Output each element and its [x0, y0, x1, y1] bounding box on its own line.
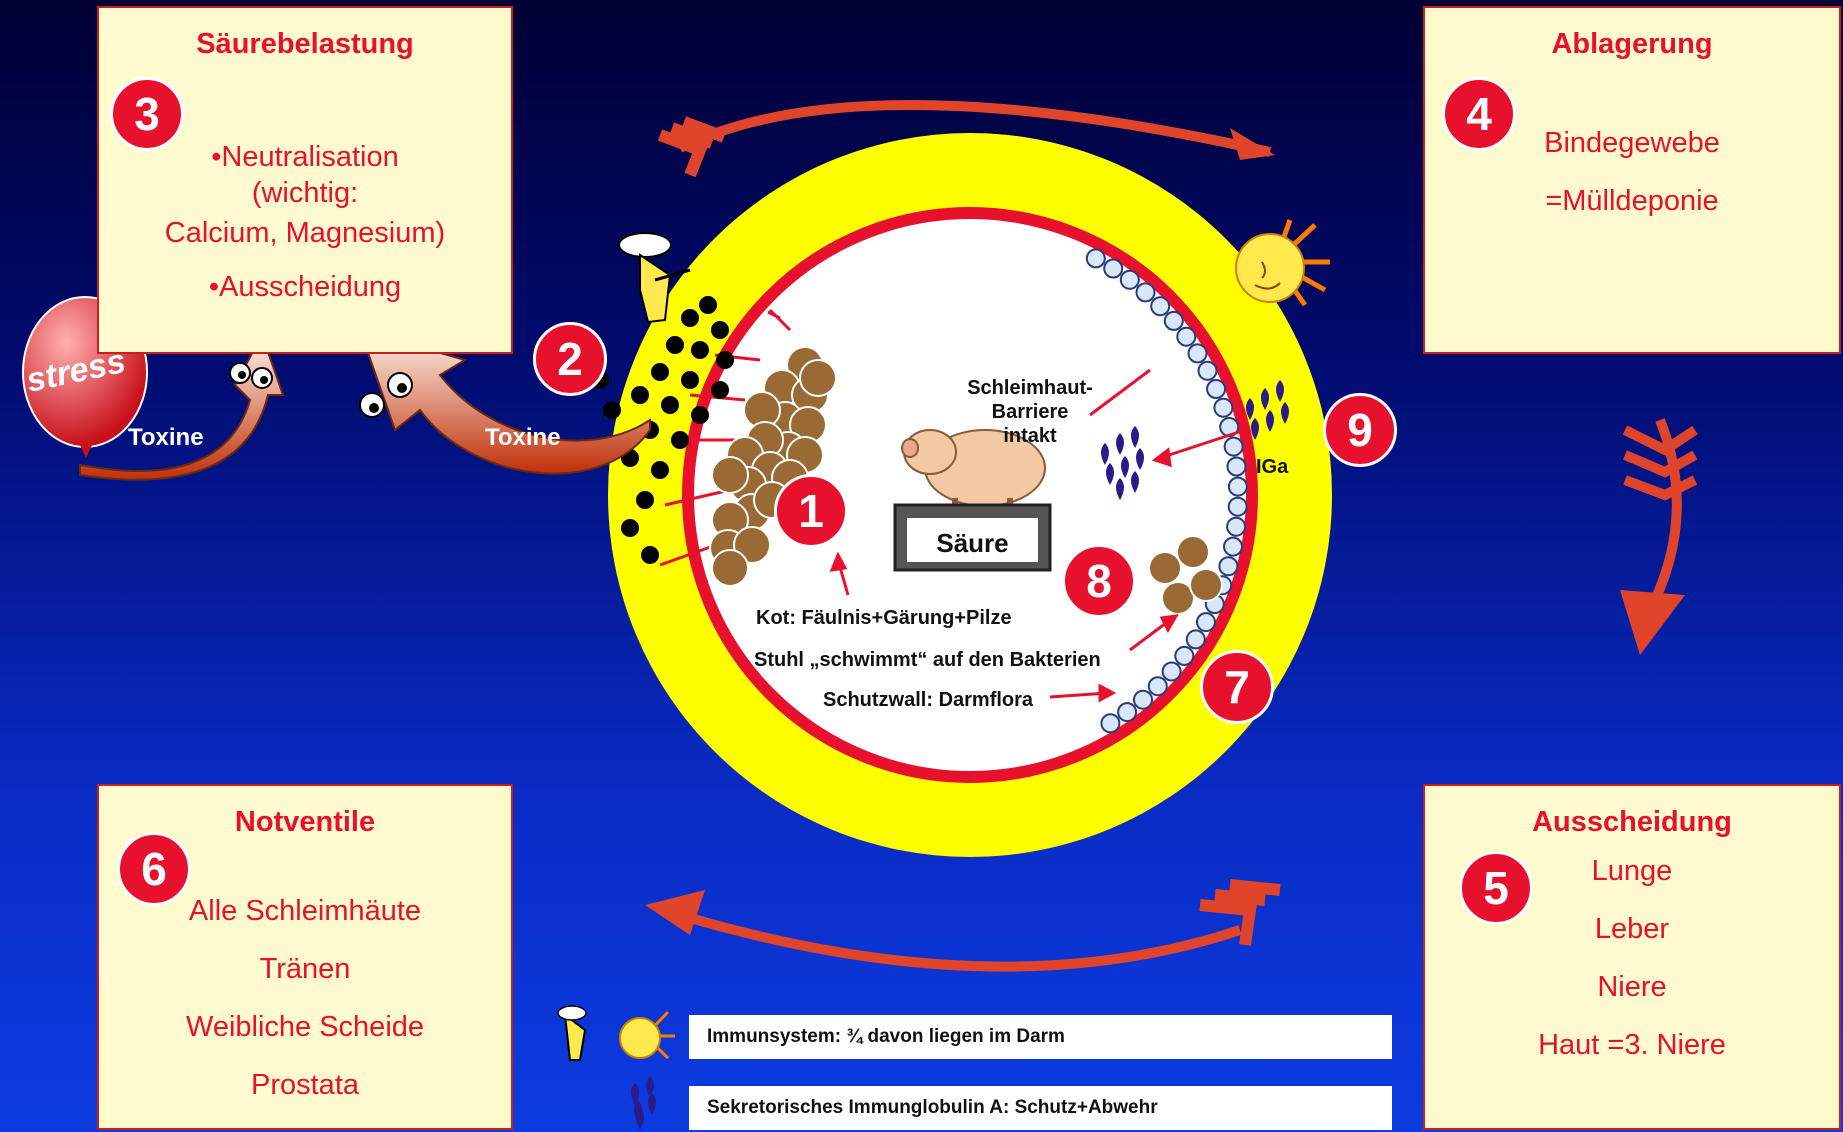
legend-drops-icon	[631, 1076, 656, 1130]
legend-immune-system: Immunsystem: ¾ davon liegen im Darm	[689, 1015, 1392, 1059]
barrier-bead	[1121, 271, 1139, 289]
toxin-dot	[691, 406, 709, 424]
barrier-bead	[1149, 677, 1167, 695]
stool-label: Stuhl „schwimmt“ auf den Bakterien	[754, 648, 1101, 672]
toxin-dot	[681, 371, 699, 389]
barrier-bead	[1225, 438, 1243, 456]
box-title: Ablagerung	[1425, 28, 1839, 61]
bacterium	[712, 550, 748, 586]
toxin-dot	[691, 341, 709, 359]
barrier-bead	[1118, 703, 1136, 721]
box-acid-load: Säurebelastung •Neutralisation (wichtig:…	[97, 6, 513, 354]
step-marker-6: 6	[117, 832, 191, 906]
step-marker-9: 9	[1323, 393, 1397, 467]
bacterium	[800, 360, 836, 396]
step-marker-4: 4	[1442, 77, 1516, 151]
barrier-bead	[1104, 260, 1122, 278]
bacterium	[712, 457, 748, 493]
box-title: Säurebelastung	[99, 28, 511, 61]
barrier-bead	[1214, 399, 1232, 417]
sun-face-icon	[1236, 220, 1330, 305]
box-title: Ausscheidung	[1425, 806, 1839, 839]
box-line: Calcium, Magnesium)	[99, 215, 511, 251]
barrier-bead	[1189, 344, 1207, 362]
barrier-bead	[1101, 714, 1119, 732]
box-deposit: Ablagerung Bindegewebe =Mülldeponie	[1423, 6, 1841, 354]
toxin-dot	[711, 381, 729, 399]
barrier-bead	[1175, 647, 1193, 665]
toxin-dot	[641, 546, 659, 564]
box-line: Haut =3. Niere	[1425, 1027, 1839, 1063]
box-line: (wichtig:	[99, 175, 511, 211]
box-line: Prostata	[99, 1067, 511, 1103]
cycle-arrow-bottom	[645, 885, 1280, 967]
box-line: Weibliche Scheide	[99, 1009, 511, 1045]
toxin-dot	[699, 296, 717, 314]
step-marker-7: 7	[1200, 650, 1274, 724]
barrier-bead	[1177, 328, 1195, 346]
step-marker-5: 5	[1459, 851, 1533, 925]
barrier-bead	[1229, 478, 1247, 496]
barrier-bead	[1219, 557, 1237, 575]
barrier-bead	[1207, 380, 1225, 398]
step-marker-8: 8	[1062, 544, 1136, 618]
barrier-label-line: Schleimhaut-	[960, 376, 1100, 400]
step-marker-2: 2	[533, 322, 607, 396]
box-line: •Ausscheidung	[99, 269, 511, 305]
toxin-dot	[711, 321, 729, 339]
toxin-dot	[651, 461, 669, 479]
toxin-dot	[681, 309, 699, 327]
box-line: Niere	[1425, 969, 1839, 1005]
legend-icons	[558, 1006, 675, 1060]
cycle-arrow-right	[1620, 420, 1695, 655]
toxin-dot	[661, 396, 679, 414]
box-excretion: Ausscheidung Lunge Leber Niere Haut =3. …	[1423, 784, 1841, 1130]
barrier-bead	[1163, 663, 1181, 681]
toxin-dot	[671, 431, 689, 449]
step-marker-1: 1	[774, 474, 848, 548]
barrier-label-line: Barriere	[960, 400, 1100, 424]
feces-label: Kot: Fäulnis+Gärung+Pilze	[756, 606, 1012, 630]
barrier-bead	[1187, 630, 1205, 648]
toxin-dot	[603, 401, 621, 419]
barrier-label: Schleimhaut- Barriere intakt	[960, 376, 1100, 448]
toxin-dot	[631, 386, 649, 404]
barrier-label-line: intakt	[960, 424, 1100, 448]
acid-label: Säure	[907, 528, 1038, 558]
step-marker-3: 3	[110, 77, 184, 151]
barrier-bead	[1227, 518, 1245, 536]
iga-label: IGa	[1256, 455, 1288, 479]
barrier-bead	[1137, 283, 1155, 301]
barrier-bead	[1197, 613, 1215, 631]
barrier-bead	[1134, 691, 1152, 709]
barrier-bead	[1228, 458, 1246, 476]
box-line: =Mülldeponie	[1425, 183, 1839, 219]
toxin-dot	[666, 336, 684, 354]
gut-flora-label: Schutzwall: Darmflora	[823, 688, 1033, 712]
barrier-bead	[1224, 538, 1242, 556]
barrier-bead	[1199, 362, 1217, 380]
toxin-dot	[716, 351, 734, 369]
toxine-label-right: Toxine	[485, 424, 561, 452]
toxin-dot	[651, 363, 669, 381]
barrier-bead	[1151, 297, 1169, 315]
toxin-dot	[636, 491, 654, 509]
toxine-label-left: Toxine	[128, 424, 204, 452]
legend-iga: Sekretorisches Immunglobulin A: Schutz+A…	[689, 1086, 1392, 1130]
barrier-bead	[1229, 498, 1247, 516]
toxin-dot	[621, 519, 639, 537]
barrier-bead	[1087, 249, 1105, 267]
barrier-bead	[1165, 312, 1183, 330]
box-line: Tränen	[99, 951, 511, 987]
